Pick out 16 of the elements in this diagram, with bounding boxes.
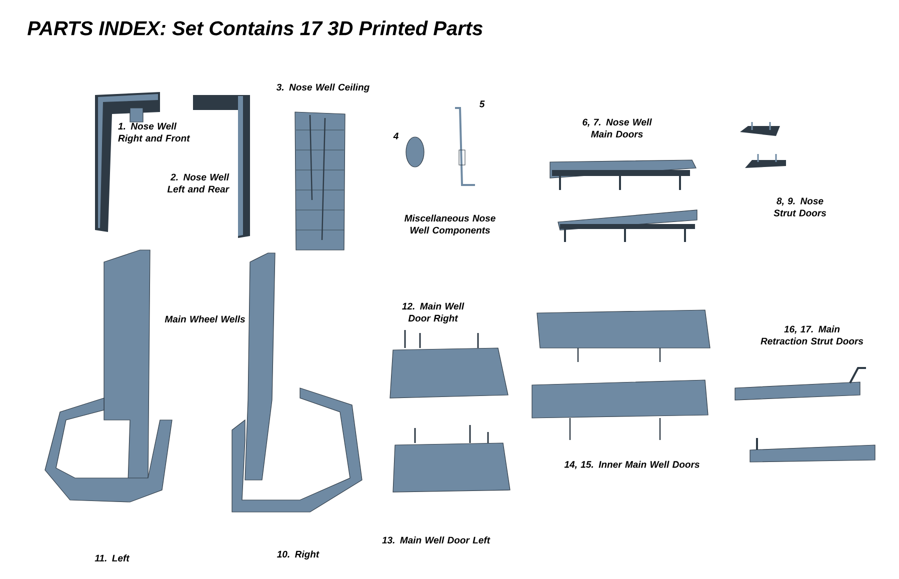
part-label: 16, 17. Main Retraction Strut Doors xyxy=(760,326,864,344)
part-label: Main Wheel Wells xyxy=(164,316,245,322)
part-label: 13. Main Well Door Left xyxy=(382,536,490,544)
part-label: 5 xyxy=(479,100,485,108)
part-label: 10. Right xyxy=(277,550,320,560)
part-label: 12. Main Well Door Right xyxy=(402,302,464,324)
part-label: 8, 9. Nose Strut Doors xyxy=(774,198,826,216)
part-label: 14, 15. Inner Main Well Doors xyxy=(564,460,700,470)
part-label: 4 xyxy=(393,132,398,140)
part-label: 6, 7. Nose Well Main Doors xyxy=(582,118,652,138)
part-label: 11. Left xyxy=(94,554,130,562)
title: PARTS INDEX: Set Contains 17 3D Printed Parts xyxy=(28,20,483,36)
part-label: 1. Nose Well Right and Front xyxy=(118,122,190,144)
part-label: 2. Nose Well Left and Rear xyxy=(167,174,230,192)
part-label: Miscellaneous Nose Well Components xyxy=(404,214,496,236)
part-label: 3. Nose Well Ceiling xyxy=(276,84,370,92)
